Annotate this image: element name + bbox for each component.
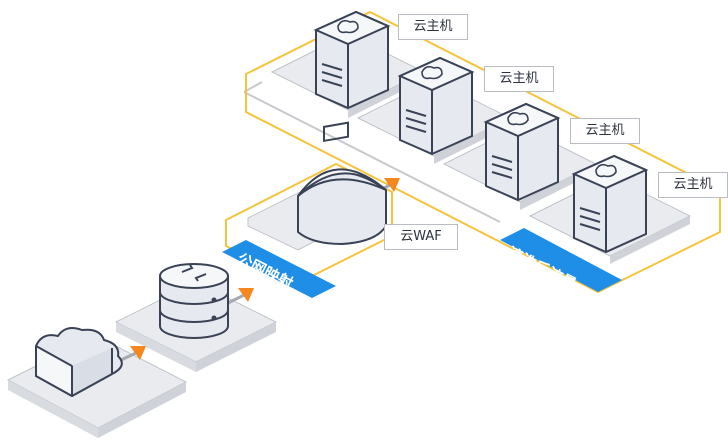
waf-label: 云WAF [384,224,458,250]
router-cylinder-icon [159,263,229,339]
host-zone [245,10,721,294]
waf-shield-icon [297,121,387,245]
server-tower-icon [313,10,391,110]
arrow-router-to-band [225,288,254,306]
cloud-shape-icon [35,327,123,397]
server-tower-icon [397,56,475,156]
host-label-1: 云主机 [398,14,468,40]
host-label-2: 云主机 [484,66,554,92]
connector-line [243,91,501,223]
server-tower-icon [571,154,649,254]
server-tower-icon [483,102,561,202]
host-label-4: 云主机 [658,172,728,198]
host-label-3: 云主机 [570,118,640,144]
